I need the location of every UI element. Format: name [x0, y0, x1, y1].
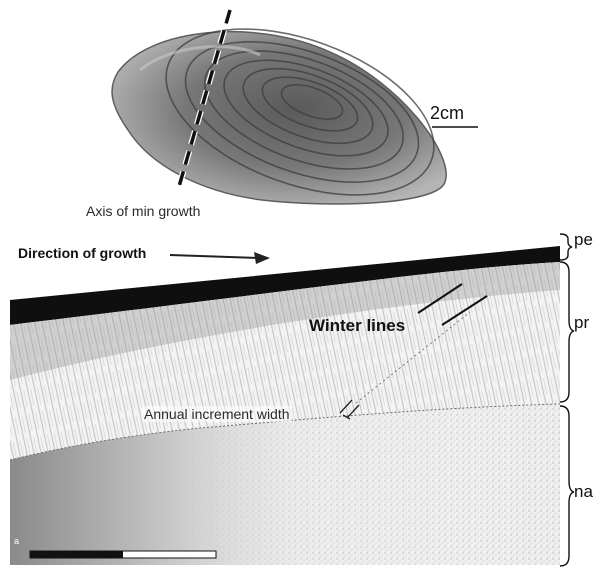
layer-na-label: na: [574, 482, 593, 502]
brace-pe: [560, 234, 572, 260]
arrow-right-icon: [170, 252, 270, 264]
axis-min-growth-label: Axis of min growth: [86, 203, 200, 219]
winter-lines-label: Winter lines: [309, 316, 405, 336]
brace-pr: [560, 262, 574, 402]
layer-pr-label: pr: [574, 313, 589, 333]
shell-scale-label: 2cm: [430, 103, 464, 124]
annual-increment-label: Annual increment width: [142, 406, 292, 422]
direction-of-growth-label: Direction of growth: [18, 245, 146, 261]
brace-na: [560, 406, 574, 566]
layer-pe-label: pe: [574, 230, 593, 250]
shell-photo: [112, 0, 456, 228]
section-scale-bar: [30, 551, 216, 558]
panel-letter: a: [14, 536, 19, 546]
